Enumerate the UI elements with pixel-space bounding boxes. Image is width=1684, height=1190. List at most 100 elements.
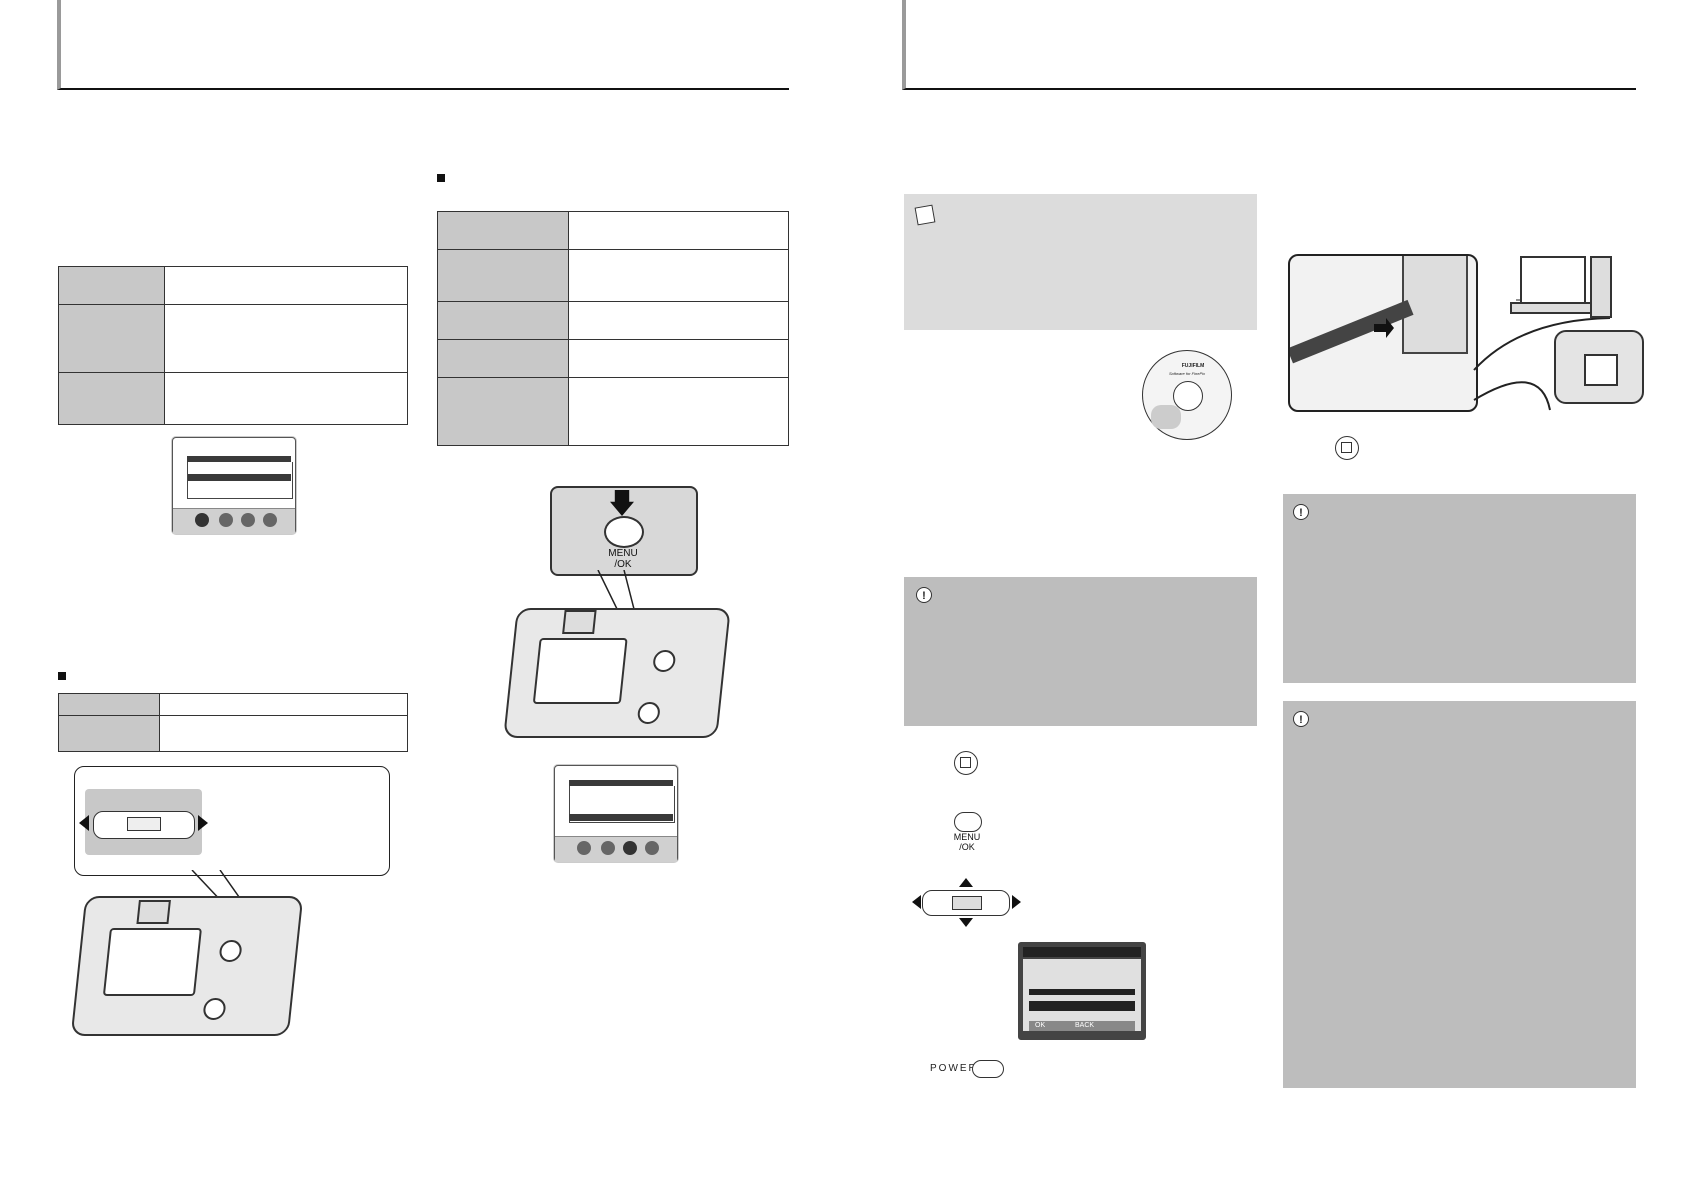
camera-front-illustration (1554, 330, 1644, 404)
lcd-self-timer-menu-screen (554, 765, 678, 862)
table-key-cell (437, 211, 569, 250)
lcd-menu-list (187, 462, 293, 499)
table-value-cell (164, 266, 408, 305)
cd-hole (1173, 381, 1203, 411)
dialog-title-bar (1023, 947, 1141, 957)
left-arrow-icon (79, 815, 89, 831)
memo-box (904, 194, 1257, 330)
lcd-menu-tabs (173, 508, 295, 534)
power-button-icon (972, 1060, 1004, 1078)
brightness-icon (219, 513, 233, 527)
table-key-cell (437, 249, 569, 302)
dialog-footer: OK BACK (1029, 1021, 1135, 1031)
table-key-cell (437, 377, 569, 446)
dialog-option (1029, 1001, 1135, 1011)
laptop-base (1510, 302, 1594, 314)
arrow-pad-callout (74, 766, 390, 876)
camera-icon (195, 513, 209, 527)
usb-connection-closeup (1288, 254, 1478, 412)
table-key-cell (437, 339, 569, 378)
section-bullet (437, 174, 445, 182)
table-value-cell (568, 301, 789, 340)
camera-back-illustration (70, 896, 304, 1036)
lcd-shooting-menu-screen (172, 437, 296, 534)
camera-icon (577, 841, 591, 855)
table-value-cell (568, 211, 789, 250)
dialog-option-highlight (1029, 989, 1135, 995)
table-value-cell (568, 339, 789, 378)
self-timer-icon (623, 841, 637, 855)
table-value-cell (568, 377, 789, 446)
lcd-usb-mode-dialog: OK BACK (1018, 942, 1146, 1040)
right-arrow-icon (1012, 895, 1021, 909)
camera-menu-button (652, 650, 677, 672)
lcd-menu-highlight (569, 814, 673, 821)
cd-brand: FUJIFILM (1181, 363, 1205, 369)
menu-button-closeup: MENU /OK (550, 486, 698, 576)
dialog-body (1023, 959, 1141, 1031)
menu-ok-button-label: MENU /OK (953, 832, 981, 852)
settings-table-middle (437, 211, 789, 446)
playback-frame (960, 757, 971, 768)
right-arrow-icon (198, 815, 208, 831)
dialog-back-label: BACK (1075, 1022, 1095, 1029)
power-label: POWER (930, 1063, 978, 1074)
up-arrow-icon (959, 878, 973, 887)
table-value-cell (159, 715, 408, 752)
cable-route (1473, 299, 1611, 411)
playback-icon (954, 751, 978, 775)
memo-icon (914, 204, 936, 226)
cd-title: Software for FinePix (1168, 371, 1205, 376)
camera-menu-button (218, 940, 243, 962)
warning-icon: ! (1293, 711, 1309, 727)
menu-ok-button[interactable] (604, 516, 644, 548)
table-key-cell (58, 304, 165, 373)
left-page-header (57, 0, 789, 90)
cd-rom-icon: FUJIFILM Software for FinePix (1142, 350, 1232, 440)
section-bullet (58, 672, 66, 680)
caution-box: ! (1283, 494, 1636, 683)
lcd-menu-title-bar (569, 780, 673, 786)
table-key-cell (58, 372, 165, 425)
table-value-cell (164, 304, 408, 373)
lcd-menu-tabs (555, 836, 677, 862)
arrow-pad-center (127, 817, 161, 831)
lcd-menu-list (569, 786, 675, 823)
settings-icon (263, 513, 277, 527)
caution-box: ! (904, 577, 1257, 726)
camera-viewfinder (562, 610, 597, 634)
down-arrow-icon (959, 918, 973, 927)
camera-back-illustration (503, 608, 731, 738)
table-key-cell (58, 266, 165, 305)
dialog-ok-label: OK (1035, 1022, 1046, 1029)
table-value-cell (164, 372, 408, 425)
table-key-cell (58, 693, 160, 716)
settings-table-left (58, 266, 408, 425)
settings-table-left-2 (58, 693, 408, 752)
camera-lcd (532, 638, 628, 704)
computer-icon (1520, 256, 1586, 306)
camera-lcd (1584, 354, 1618, 386)
lcd-menu-title-bar (187, 456, 291, 462)
table-value-cell (568, 249, 789, 302)
camera-viewfinder (136, 900, 171, 924)
lcd-menu-highlight (187, 474, 291, 481)
arrow-pad-icon (912, 878, 1022, 927)
camera-button (636, 702, 661, 724)
warning-icon: ! (916, 587, 932, 603)
left-arrow-icon (912, 895, 921, 909)
table-key-cell (437, 301, 569, 340)
arrow-pad-panel (79, 789, 208, 855)
playback-icon (1335, 436, 1359, 460)
self-timer-icon (241, 513, 255, 527)
brightness-icon (601, 841, 615, 855)
warning-icon: ! (1293, 504, 1309, 520)
arrow-pad-center (952, 896, 982, 910)
computer-tower (1590, 256, 1612, 318)
menu-ok-button-icon (954, 812, 982, 832)
table-value-cell (159, 693, 408, 716)
camera-button (202, 998, 227, 1020)
table-key-cell (58, 715, 160, 752)
usb-cable-icon (1290, 299, 1414, 364)
menu-ok-label: MENU /OK (608, 548, 638, 570)
